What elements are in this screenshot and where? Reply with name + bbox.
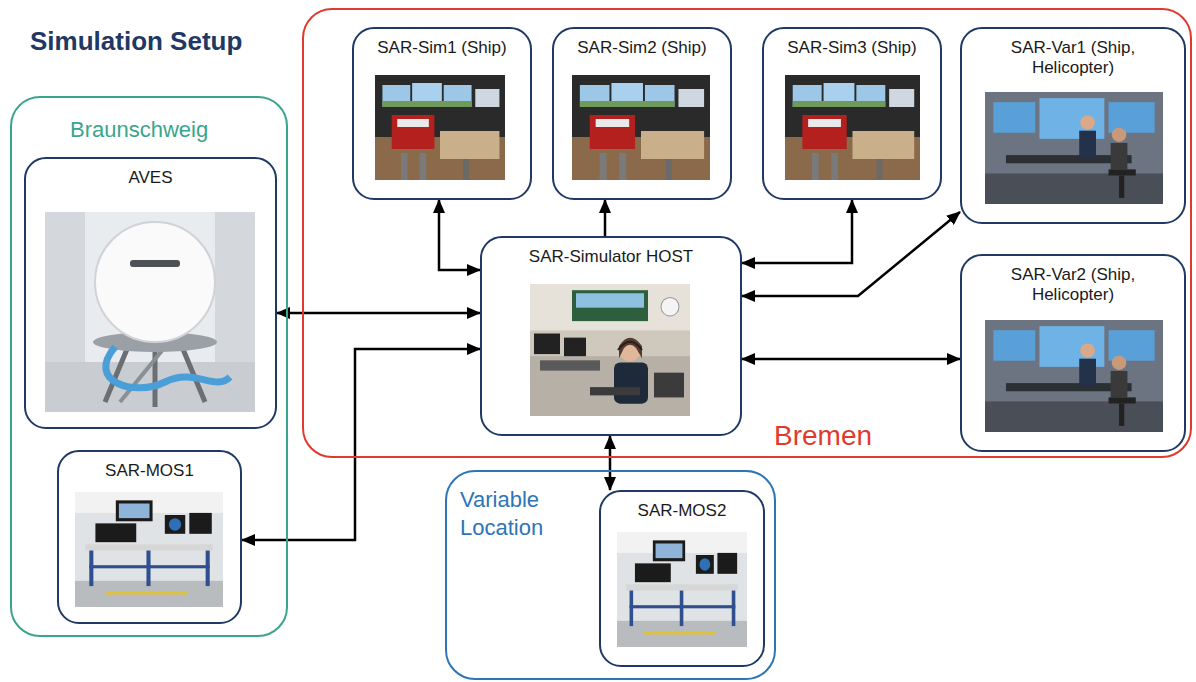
- box-title: SAR-Var1 (Ship, Helicopter): [962, 29, 1184, 79]
- region-label: Variable Location: [460, 486, 575, 541]
- connector-arrow: [742, 212, 960, 296]
- box-title: SAR-Simulator HOST: [482, 238, 740, 267]
- host-box: SAR-Simulator HOST: [480, 236, 742, 436]
- diagram-title: Simulation Setup: [30, 26, 242, 57]
- connector-arrow: [604, 200, 607, 236]
- workstation-photo: [75, 492, 223, 607]
- box-title: SAR-Var2 (Ship, Helicopter): [962, 256, 1184, 306]
- box-title: SAR-Sim3 (Ship): [764, 29, 940, 58]
- simulator-box: SAR-Var2 (Ship, Helicopter): [960, 254, 1186, 452]
- box-title: SAR-MOS1: [59, 452, 240, 481]
- region-label: Braunschweig: [70, 116, 208, 144]
- simulator-box: SAR-Sim3 (Ship): [762, 27, 942, 200]
- simulator-box: SAR-Sim2 (Ship): [552, 27, 732, 200]
- region-label: Bremen: [774, 418, 872, 453]
- control-room-photo: [530, 284, 690, 416]
- simulator-box: SAR-Sim1 (Ship): [352, 27, 532, 200]
- box-title: SAR-MOS2: [601, 492, 763, 521]
- simulator-photo: [375, 75, 505, 180]
- dome-simulator-photo: [45, 212, 255, 412]
- location-region: Bremen SAR-Sim1 (Ship) SAR-Sim2 (Ship) SAR-…: [302, 8, 1192, 458]
- simulator-photo: [985, 92, 1163, 204]
- connector-arrow: [439, 200, 480, 270]
- connector-arrow: [742, 358, 960, 361]
- connector-arrow: [609, 436, 612, 490]
- simulator-photo: [572, 75, 710, 180]
- simulator-photo: [785, 75, 920, 180]
- connector-arrow: [742, 200, 852, 263]
- workstation-photo: [617, 532, 747, 647]
- simulator-box: SAR-Var1 (Ship, Helicopter): [960, 27, 1186, 224]
- box-title: AVES: [26, 159, 275, 188]
- simulator-photo: [985, 320, 1163, 432]
- connector-arrow: [277, 312, 480, 315]
- simulator-box: SAR-MOS1: [57, 450, 242, 624]
- box-title: SAR-Sim2 (Ship): [554, 29, 730, 58]
- location-region: BraunschweigAVES SAR-MOS1: [10, 96, 288, 637]
- location-region: Variable Location SAR-MOS2: [445, 470, 776, 680]
- box-title: SAR-Sim1 (Ship): [354, 29, 530, 58]
- simulator-box: SAR-MOS2: [599, 490, 765, 667]
- simulator-box: AVES: [24, 157, 277, 429]
